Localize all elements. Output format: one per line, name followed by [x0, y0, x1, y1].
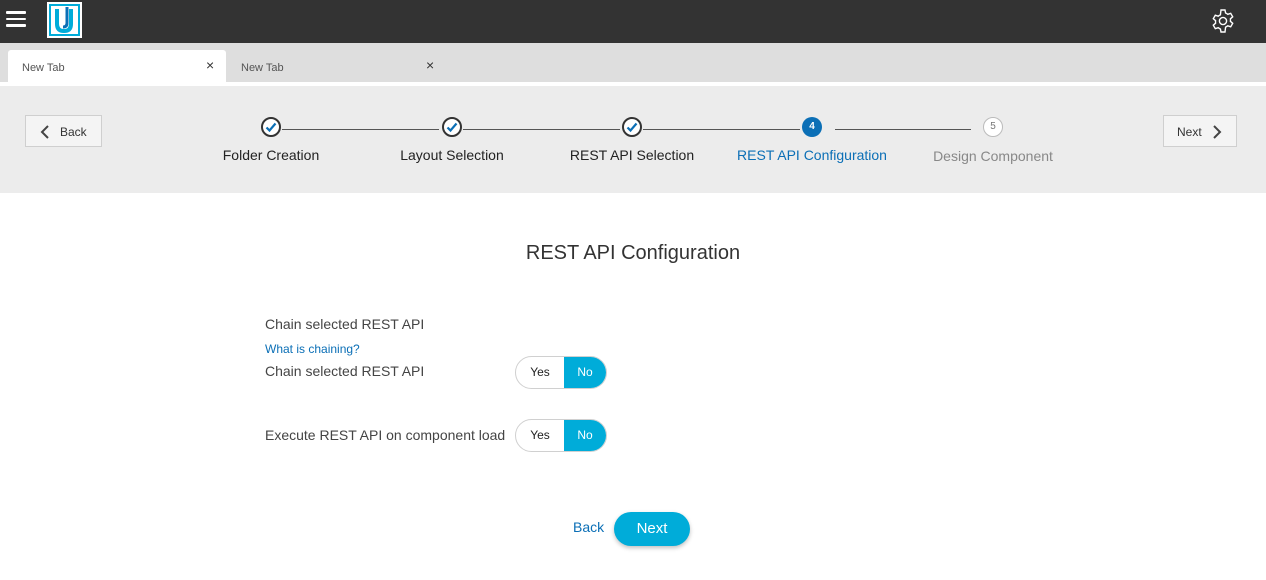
step-number-pending: 5 — [983, 117, 1003, 137]
step-label-rest-api-selection: REST API Selection — [569, 147, 695, 163]
step-connector — [463, 129, 620, 130]
back-link[interactable]: Back — [573, 519, 605, 535]
chevron-left-icon — [40, 125, 49, 139]
what-is-chaining-link[interactable]: What is chaining? — [265, 342, 360, 356]
tab-new-tab-2[interactable]: New Tab × — [227, 50, 445, 82]
step-label-layout-selection: Layout Selection — [400, 147, 504, 163]
page-title: REST API Configuration — [525, 242, 741, 264]
section-label: Chain selected REST API — [265, 316, 425, 332]
chevron-right-icon — [1213, 125, 1222, 139]
execute-on-load-label: Execute REST API on component load — [265, 427, 506, 443]
tab-bar: New Tab × New Tab × — [0, 43, 1266, 82]
hamburger-menu-icon[interactable] — [6, 11, 26, 31]
step-connector — [643, 129, 800, 130]
step-check-icon — [261, 117, 281, 137]
step-number-current: 4 — [802, 117, 822, 137]
close-icon[interactable]: × — [426, 57, 435, 73]
chain-api-toggle: Yes No — [515, 356, 607, 389]
wizard-next-button[interactable]: Next — [1163, 115, 1237, 147]
execute-on-load-toggle: Yes No — [515, 419, 607, 452]
tab-label: New Tab — [22, 62, 65, 74]
gear-icon[interactable] — [1210, 8, 1236, 34]
top-bar — [0, 0, 1266, 43]
chain-api-no-option[interactable]: No — [564, 357, 606, 388]
chain-api-yes-option[interactable]: Yes — [530, 365, 550, 379]
tab-new-tab-1[interactable]: New Tab × — [8, 50, 226, 82]
execute-on-load-yes-option[interactable]: Yes — [530, 428, 550, 442]
next-button[interactable]: Next — [614, 512, 690, 546]
step-label-folder-creation: Folder Creation — [222, 147, 320, 163]
step-connector — [282, 129, 439, 130]
step-check-icon — [622, 117, 642, 137]
chain-api-label: Chain selected REST API — [265, 363, 425, 379]
wizard-back-label: Back — [60, 125, 87, 139]
step-connector — [835, 129, 971, 130]
close-icon[interactable]: × — [206, 57, 215, 73]
step-label-rest-api-configuration: REST API Configuration — [737, 147, 887, 163]
wizard-back-button[interactable]: Back — [25, 115, 102, 147]
execute-on-load-no-option[interactable]: No — [564, 420, 606, 451]
app-logo — [47, 2, 82, 38]
step-check-icon — [442, 117, 462, 137]
wizard-next-label: Next — [1177, 125, 1202, 139]
wizard-stepper: Back 4 5 Folder Creation Layout Selectio… — [0, 86, 1266, 193]
step-label-design-component: Design Component — [933, 148, 1053, 164]
tab-label: New Tab — [241, 62, 284, 74]
